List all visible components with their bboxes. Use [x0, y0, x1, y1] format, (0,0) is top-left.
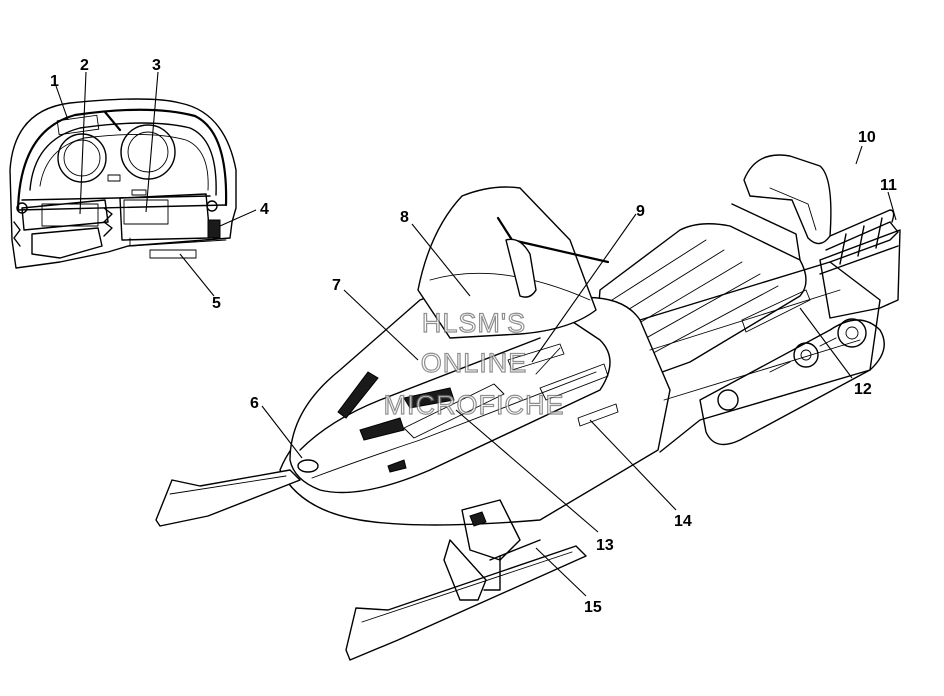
callout-12: 12: [854, 381, 872, 398]
watermark-line-1: HLSM'S: [422, 308, 526, 338]
callout-6: 6: [250, 395, 259, 412]
callout-1: 1: [50, 73, 59, 90]
callout-10: 10: [858, 129, 876, 146]
callout-labels: 1 2 3 4 5 6 7 8 9 10 11 12 13 14 15: [50, 57, 897, 616]
dashboard-inset: [9, 98, 237, 269]
callout-3: 3: [152, 57, 161, 74]
callout-5: 5: [212, 295, 221, 312]
leader-lines: [55, 71, 897, 597]
snowmobile-body: [155, 154, 901, 661]
watermark-line-2: ONLINE: [421, 348, 528, 378]
callout-8: 8: [400, 209, 409, 226]
callout-9: 9: [636, 203, 645, 220]
callout-13: 13: [596, 537, 614, 554]
callout-7: 7: [332, 277, 341, 294]
callout-11: 11: [880, 177, 897, 194]
callout-14: 14: [674, 513, 692, 530]
callout-2: 2: [80, 57, 89, 74]
callout-15: 15: [584, 599, 602, 616]
callout-4: 4: [260, 201, 269, 218]
watermark-line-3: MICROFICHE: [384, 390, 565, 420]
watermark: HLSM'S ONLINE MICROFICHE: [383, 307, 565, 420]
